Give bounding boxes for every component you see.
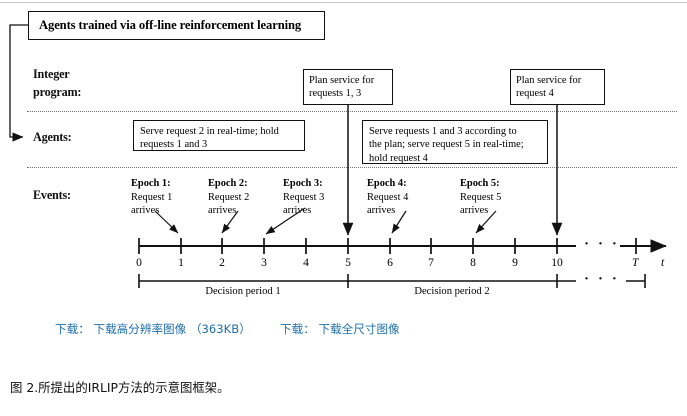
row-separator-2 <box>27 167 677 168</box>
axis-tick-label-4: 4 <box>303 256 309 269</box>
axis-tick-label-9: 9 <box>512 256 518 269</box>
epoch-label-5-line2: arrives <box>460 205 489 217</box>
axis-tick-label-0: 0 <box>136 256 142 269</box>
download-link-fullsize[interactable]: 下载： 下载全尺寸图像 <box>280 321 400 337</box>
row-label-integer-program-line1: Integer <box>33 67 70 81</box>
epoch-label-3-head: Epoch 3: <box>283 178 323 189</box>
download-link-highres[interactable]: 下载： 下载高分辨率图像 （363KB） <box>55 321 251 337</box>
axis-tick-label-T: T <box>632 256 639 269</box>
integer-program-box-2-line1: Plan service for <box>516 75 582 86</box>
epoch-label-5: Epoch 5: Request 5 arrives <box>460 177 501 218</box>
epoch-label-4-line1: Request 4 <box>367 191 409 203</box>
epoch-label-2-line2: arrives <box>208 205 237 217</box>
integer-program-box-2-line2: request 4 <box>516 88 554 100</box>
period-break-marker: · · · <box>584 271 620 287</box>
epoch-label-2: Epoch 2: Request 2 arrives <box>208 177 249 218</box>
agent-box-1-line1: Serve request 2 in real-time; hold <box>140 126 279 137</box>
epoch-label-1-line2: arrives <box>131 205 160 217</box>
axis-variable-label: t <box>661 256 665 269</box>
axis-tick-label-1: 1 <box>178 256 184 269</box>
download-link-fullsize-prefix: 下载： <box>280 322 315 336</box>
epoch-1-arrow <box>154 210 179 234</box>
epoch-label-1: Epoch 1: Request 1 arrives <box>131 177 172 218</box>
title-box-label: Agents trained via off-line reinforcemen… <box>39 18 302 33</box>
epoch-label-5-line1: Request 5 <box>460 191 502 203</box>
title-to-agents-connector <box>9 24 28 142</box>
agent-box-1-line2: requests 1 and 3 <box>140 139 208 151</box>
axis-tick-label-6: 6 <box>387 256 393 269</box>
axis-tick-label-7: 7 <box>428 256 434 269</box>
epoch-label-2-head: Epoch 2: <box>208 178 248 189</box>
agent-box-1: Serve request 2 in real-time; hold reque… <box>133 120 305 151</box>
epoch-3-arrow <box>265 207 306 235</box>
integer-program-box-1: Plan service for requests 1, 3 <box>303 69 393 105</box>
integer-program-box-2: Plan service for request 4 <box>510 69 605 105</box>
decision-period-2-label: Decision period 2 <box>414 286 490 297</box>
download-link-highres-prefix: 下载： <box>55 322 90 336</box>
agent-box-2-line3: hold request 4 <box>369 152 428 164</box>
axis-tick-label-2: 2 <box>219 256 225 269</box>
agent-box-2-line2: the plan; serve request 5 in real-time; <box>369 139 524 151</box>
epoch-label-3-line2: arrives <box>283 205 312 217</box>
axis-tick-label-10: 10 <box>551 256 563 269</box>
integer-program-box-1-line2: requests 1, 3 <box>309 88 362 100</box>
epoch-label-1-head: Epoch 1: <box>131 178 171 189</box>
title-box: Agents trained via off-line reinforcemen… <box>28 11 325 40</box>
epoch-label-4: Epoch 4: Request 4 arrives <box>367 177 408 218</box>
decision-period-1-label: Decision period 1 <box>205 286 281 297</box>
agent-box-2: Serve requests 1 and 3 according to the … <box>362 120 548 164</box>
epoch-label-3: Epoch 3: Request 3 arrives <box>283 177 324 218</box>
axis-break-marker: · · · <box>584 236 620 252</box>
timeline-axis <box>138 238 667 254</box>
epoch-5-arrow <box>475 210 497 234</box>
download-link-fullsize-label[interactable]: 下载全尺寸图像 <box>318 322 400 336</box>
integer-program-box-1-line1: Plan service for <box>309 75 375 86</box>
row-label-agents: Agents: <box>33 130 72 144</box>
top-divider <box>0 2 687 3</box>
axis-tick-label-8: 8 <box>470 256 476 269</box>
download-link-highres-size: （363KB） <box>189 322 251 336</box>
epoch-label-3-line1: Request 3 <box>283 191 325 203</box>
epoch-label-2-line1: Request 2 <box>208 191 250 203</box>
row-label-integer-program-line2: program: <box>33 85 82 99</box>
agent-box-2-line1: Serve requests 1 and 3 according to <box>369 126 517 137</box>
epoch-label-1-line1: Request 1 <box>131 191 173 203</box>
decision-period-bracket <box>138 274 646 288</box>
axis-tick-label-5: 5 <box>345 256 351 269</box>
epoch-label-4-line2: arrives <box>367 205 396 217</box>
row-label-events: Events: <box>33 188 71 202</box>
axis-tick-label-3: 3 <box>261 256 267 269</box>
epoch-2-arrow <box>221 210 239 234</box>
epoch-4-arrow <box>391 210 407 234</box>
row-separator-1 <box>27 111 677 112</box>
epoch-label-4-head: Epoch 4: <box>367 178 407 189</box>
figure-caption: 图 2.所提出的IRLIP方法的示意图框架。 <box>10 380 230 395</box>
download-link-highres-label[interactable]: 下载高分辨率图像 <box>93 322 187 336</box>
epoch-label-5-head: Epoch 5: <box>460 178 500 189</box>
